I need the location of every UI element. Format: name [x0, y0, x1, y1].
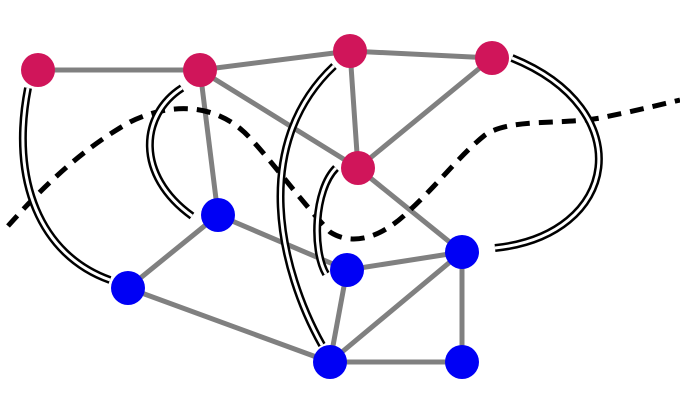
- double-edge-c-j: [276, 63, 337, 347]
- double-edge-b-f: [145, 84, 195, 220]
- edge-b-c: [197, 48, 353, 73]
- cut-line-layer: [6, 97, 680, 242]
- edge-g-j: [125, 285, 333, 365]
- edge-b-e: [197, 67, 361, 171]
- edge-c-d: [347, 48, 495, 61]
- edge-f-g: [125, 212, 221, 291]
- blue-node-g: [111, 271, 145, 305]
- blue-node-k: [445, 345, 479, 379]
- red-node-e: [341, 151, 375, 185]
- blue-node-j: [313, 345, 347, 379]
- curved-edges: [18, 54, 603, 347]
- blue-node-h: [330, 253, 364, 287]
- red-node-b: [183, 53, 217, 87]
- red-node-c: [333, 34, 367, 68]
- nodes: [21, 34, 509, 379]
- edge-d-e: [355, 55, 495, 171]
- edge-e-i: [355, 165, 465, 255]
- red-node-a: [21, 53, 55, 87]
- double-edge-a-g: [18, 87, 112, 284]
- double-edge-d-i: [494, 54, 603, 252]
- double-edge-e-h: [313, 165, 340, 277]
- red-node-d: [475, 41, 509, 75]
- blue-node-i: [445, 235, 479, 269]
- edge-c-e: [347, 48, 361, 171]
- blue-node-f: [201, 198, 235, 232]
- edge-i-j: [327, 249, 465, 365]
- dashed-cut-line: [6, 97, 680, 242]
- edge-h-i: [344, 249, 465, 273]
- edge-b-f: [197, 67, 221, 218]
